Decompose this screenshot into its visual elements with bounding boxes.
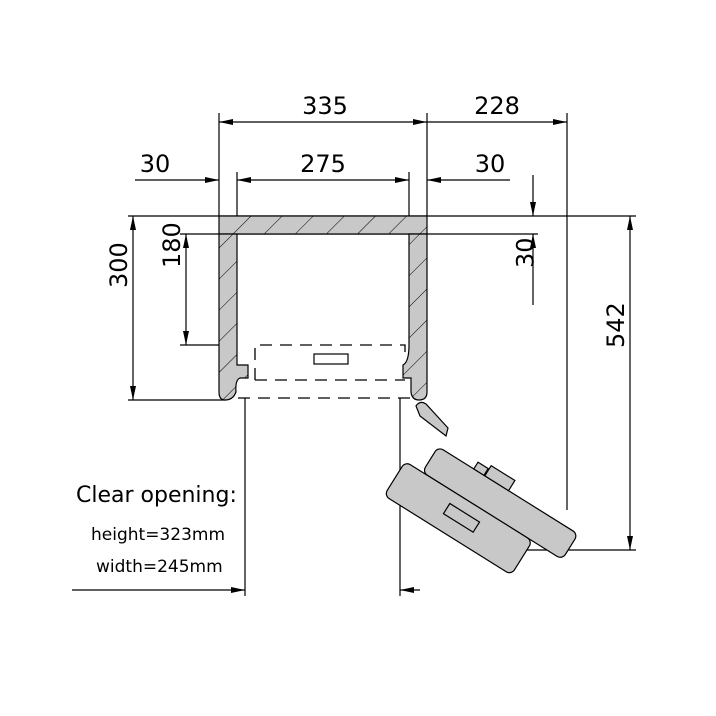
cabinet-body xyxy=(218,215,428,401)
dim-right-wall: 30 xyxy=(475,150,506,178)
open-door xyxy=(385,401,577,574)
dim-total-depth: 542 xyxy=(602,302,630,348)
dim-top-wall: 30 xyxy=(512,237,540,268)
note-title: Clear opening: xyxy=(76,483,237,508)
dimension-lines xyxy=(72,119,633,593)
note-width: width=245mm xyxy=(96,557,223,577)
dim-left-wall: 30 xyxy=(140,150,171,178)
drawer-handle xyxy=(313,353,349,365)
dim-outer-height: 300 xyxy=(105,242,133,288)
dim-inner-width: 275 xyxy=(300,150,346,178)
dim-inner-height: 180 xyxy=(158,222,186,268)
dim-outer-width: 335 xyxy=(302,92,348,120)
dim-door-swing: 228 xyxy=(474,92,520,120)
dimension-labels: 335 228 30 275 30 300 180 30 542 xyxy=(105,92,630,348)
note-height: height=323mm xyxy=(91,525,225,545)
drawer-outline xyxy=(238,344,410,399)
clear-opening-note: Clear opening: height=323mm width=245mm xyxy=(76,483,237,577)
